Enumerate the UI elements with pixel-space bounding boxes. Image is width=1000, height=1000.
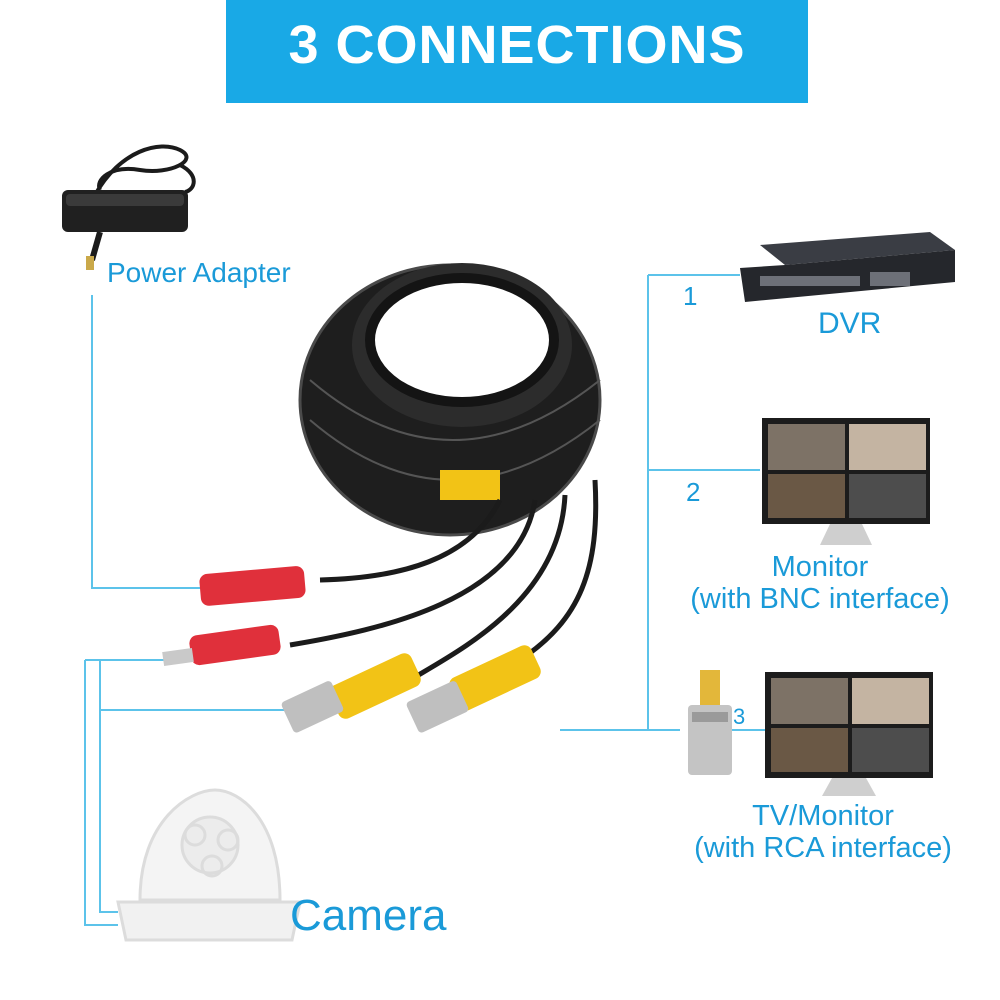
connection-number-1: 1 [683,281,698,311]
cable-coil-icon [298,263,602,537]
tv-label-line2: (with RCA interface) [694,832,952,864]
tv-icon [765,672,933,796]
title-banner [226,0,808,103]
connection-number-3: 3 [733,704,746,729]
power-adapter-icon [62,144,196,270]
dvr-icon [740,232,955,302]
monitor-icon [762,418,930,545]
monitor-label: Monitor (with BNC interface) [680,551,960,615]
monitor-label-line1: Monitor [771,551,869,583]
camera-line-outer [84,660,118,926]
cable-leads [289,479,599,683]
monitor-label-line2: (with BNC interface) [690,583,950,615]
dc-plug-icon [162,566,306,667]
connection-number-2: 2 [686,477,701,507]
dvr-label: DVR [818,307,882,340]
power-line [91,295,200,589]
tv-label-line1: TV/Monitor [752,800,894,832]
tv-label: TV/Monitor (with RCA interface) [683,800,963,864]
camera-label: Camera [290,891,447,940]
bnc-plug-icon [281,645,541,733]
page-title: 3 CONNECTIONS [288,15,746,75]
camera-line-inner [99,660,118,913]
connector-lines [84,274,765,926]
power-adapter-label: Power Adapter [107,257,291,288]
camera-icon [116,788,302,942]
rca-adapter-icon [688,670,732,775]
